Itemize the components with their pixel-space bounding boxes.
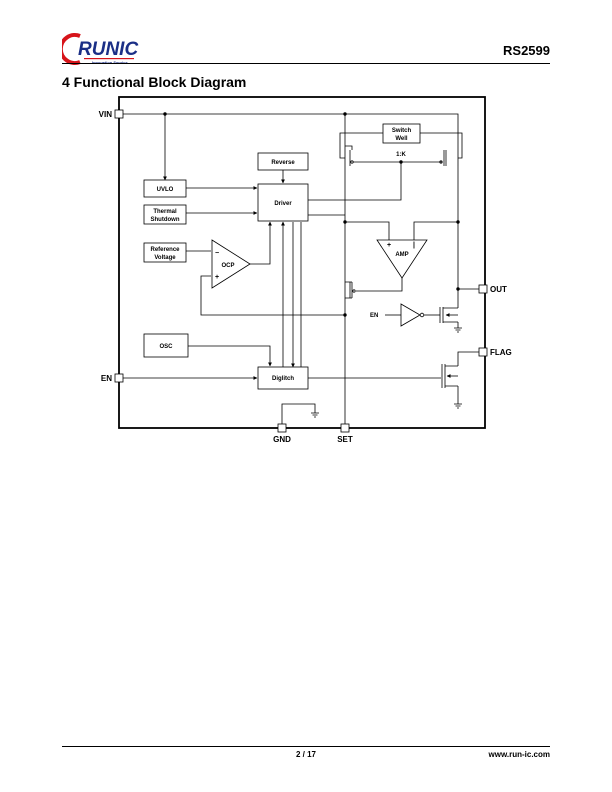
pin-vin-label: VIN (99, 110, 113, 119)
pin-set: SET (337, 423, 353, 444)
driver-block: Driver (257, 183, 309, 222)
ocp-plus-sign: + (215, 274, 219, 281)
discharge-ground-symbol (454, 327, 462, 333)
amp-label: AMP (395, 252, 408, 258)
gnd-ground-symbol (311, 412, 319, 418)
amp-block: + | AMP (376, 239, 428, 279)
footer-url: www.run-ic.com (488, 750, 551, 759)
reference-voltage-block: Reference Voltage (143, 242, 187, 263)
reverse-block: Reverse (257, 152, 309, 171)
pin-gnd: GND (273, 423, 291, 444)
osc-label: OSC (159, 344, 173, 350)
pin-out: OUT (478, 284, 507, 294)
amp-plus-sign: + (387, 242, 391, 249)
pin-en-label: EN (101, 374, 112, 383)
vin-rail (123, 113, 459, 128)
logo-wordmark: RUNIC (78, 39, 138, 60)
pin-en: EN (101, 373, 124, 383)
page-number: 2 / 17 (295, 750, 316, 759)
flag-nmos (441, 364, 459, 404)
discharge-nmos (439, 289, 459, 328)
ocp-minus-sign: − (215, 250, 219, 257)
en-internal-label: EN (370, 313, 378, 319)
ocp-feedback-wire (200, 275, 345, 316)
flag-ground-symbol (454, 403, 462, 409)
reference-label-1: Reference (150, 247, 180, 253)
reverse-label: Reverse (271, 160, 295, 166)
pin-out-label: OUT (490, 285, 507, 294)
chip-outline (118, 96, 486, 429)
ocp-comparator: − + OCP (211, 239, 251, 289)
switch-well-label-2: Well (395, 136, 408, 142)
uvlo-block: UVLO (143, 179, 187, 198)
logo-tagline: Innovation Service (92, 60, 128, 65)
part-number: RS2599 (503, 43, 550, 58)
pin-set-label: SET (337, 435, 353, 444)
uvlo-label: UVLO (157, 187, 174, 193)
osc-block: OSC (143, 333, 189, 358)
pin-vin: VIN (99, 109, 124, 119)
thermal-shutdown-block: Thermal Shutdown (143, 204, 187, 225)
switch-well-label-1: Switch (392, 128, 412, 134)
gate-to-driver-wire (308, 162, 402, 201)
sense-pmos (344, 145, 354, 170)
thermal-label-1: Thermal (153, 209, 177, 215)
pin-flag: FLAG (478, 347, 512, 357)
deglitch-label: Diglitch (272, 376, 294, 382)
thermal-label-2: Shutdown (151, 217, 180, 223)
ocp-label: OCP (221, 263, 234, 269)
section-title: 4 Functional Block Diagram (62, 74, 247, 90)
driver-label: Driver (274, 201, 292, 207)
pin-gnd-label: GND (273, 435, 291, 444)
reference-label-2: Voltage (154, 255, 176, 261)
mirror-ratio-label: 1:K (396, 152, 406, 158)
power-pmos (439, 128, 459, 166)
amp-pipe-sign: | (413, 242, 415, 249)
footer-divider (62, 746, 550, 747)
header-divider (62, 63, 550, 64)
pin-flag-label: FLAG (490, 348, 512, 357)
switch-well-block: Switch Well (382, 123, 421, 144)
set-pmos (344, 222, 356, 300)
en-inverter (400, 303, 425, 327)
deglitch-block: Diglitch (257, 366, 309, 390)
